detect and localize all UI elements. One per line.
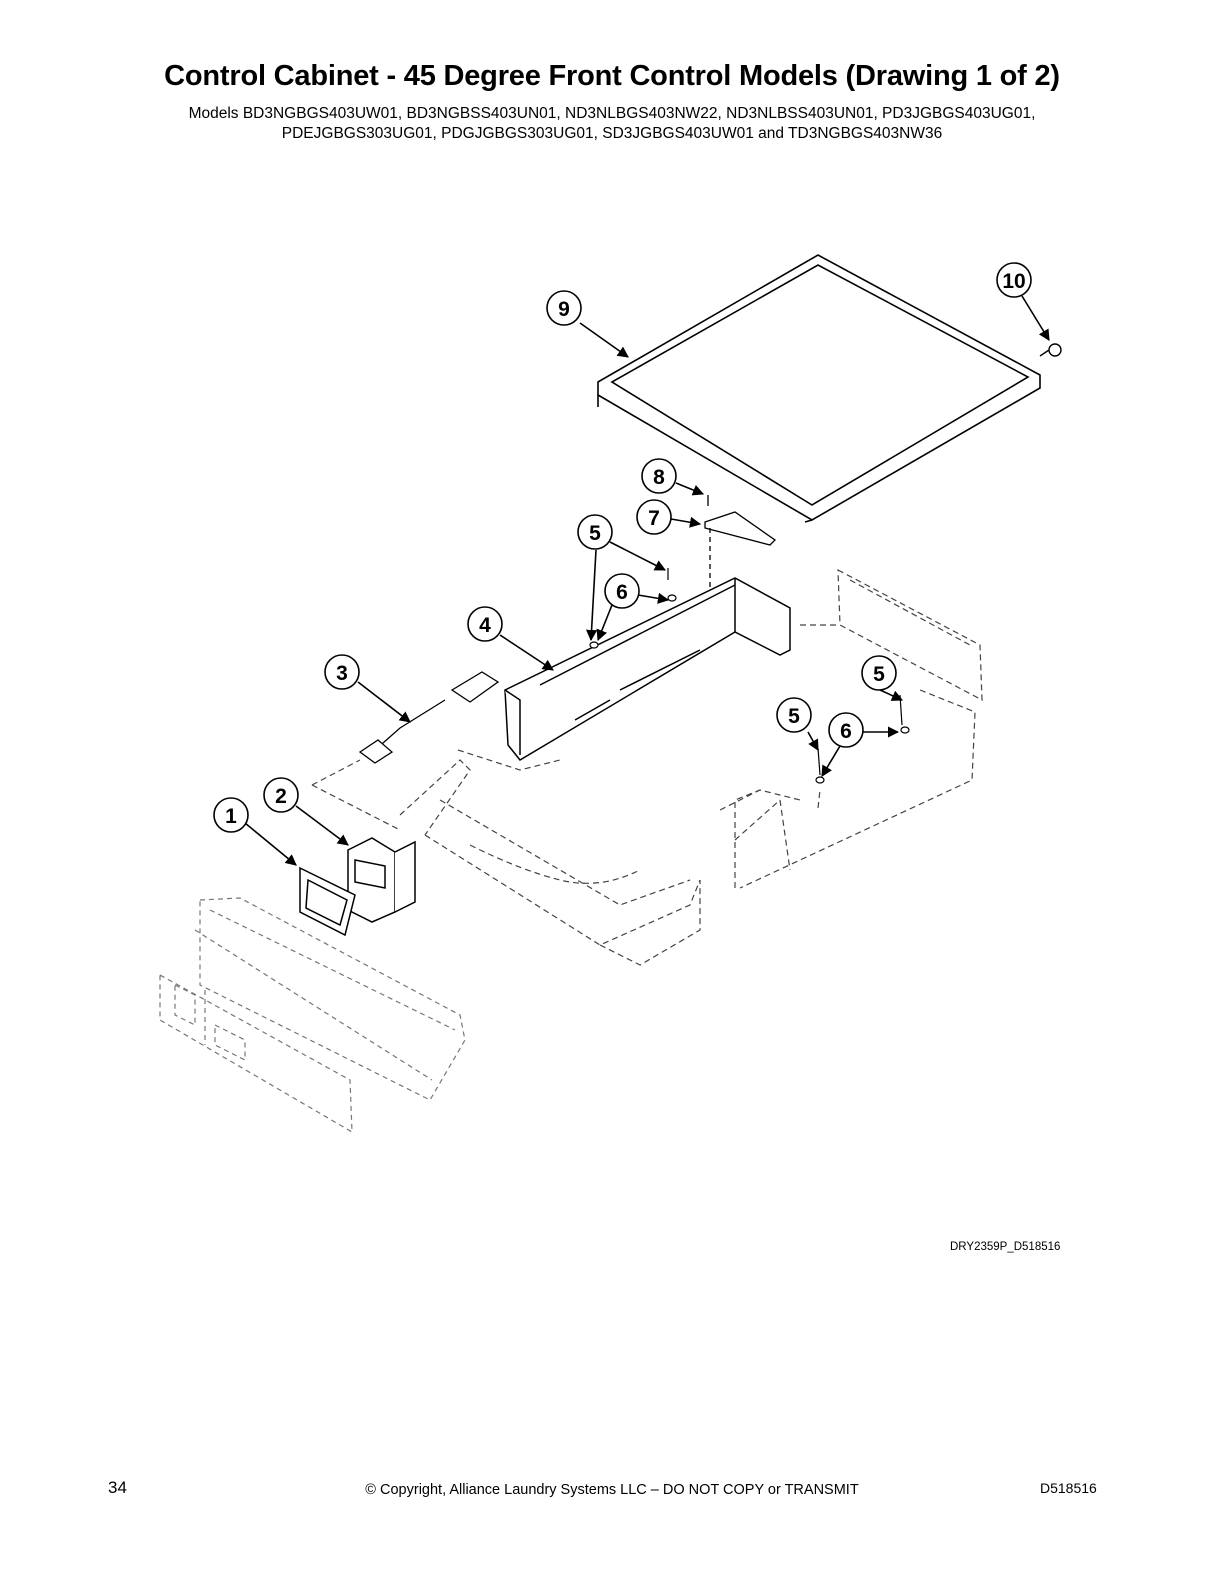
model-list: Models BD3NGBGS403UW01, BD3NGBSS403UN01,… [0, 104, 1224, 144]
callout-10: 10 [996, 262, 1032, 298]
page-number: 34 [108, 1478, 127, 1497]
callout-5-right: 5 [861, 655, 897, 691]
callout-8: 8 [641, 458, 677, 494]
svg-text:5: 5 [788, 705, 800, 728]
lid-part-9 [597, 254, 1041, 523]
callout-6-lower: 6 [828, 712, 864, 748]
control-bracket-part-4 [504, 577, 791, 761]
screw-part-10 [1039, 343, 1062, 357]
model-list-line-2: PDEJGBGS303UG01, PDGJGBGS303UG01, SD3JGB… [281, 125, 943, 142]
document-number: D518516 [1040, 1480, 1097, 1496]
svg-text:2: 2 [275, 785, 287, 808]
callout-6-upper: 6 [604, 573, 640, 609]
callout-5-upper: 5 [577, 514, 613, 550]
svg-text:5: 5 [873, 663, 885, 686]
harness-part-3 [358, 671, 500, 764]
svg-text:8: 8 [653, 466, 665, 489]
svg-text:9: 9 [558, 298, 570, 321]
phantom-cabinet [311, 568, 983, 966]
callout-9: 9 [546, 290, 582, 326]
control-unit-part-2 [347, 837, 416, 923]
callout-3: 3 [324, 654, 360, 690]
svg-text:10: 10 [1002, 270, 1025, 293]
page-title: Control Cabinet - 45 Degree Front Contro… [164, 60, 1060, 92]
svg-text:4: 4 [479, 614, 491, 637]
model-list-line-1: Models BD3NGBGS403UW01, BD3NGBSS403UN01,… [188, 105, 1036, 122]
copyright-notice: © Copyright, Alliance Laundry Systems LL… [365, 1482, 859, 1498]
bezel-part-1 [299, 866, 356, 937]
callout-1: 1 [213, 797, 249, 833]
svg-text:3: 3 [336, 662, 348, 685]
callout-5-lower: 5 [776, 697, 812, 733]
callout-2: 2 [263, 777, 299, 813]
leader-lines [244, 295, 1050, 866]
bracket-part-7 [704, 495, 777, 600]
svg-text:5: 5 [589, 522, 601, 545]
callout-7: 7 [636, 499, 672, 535]
callout-4: 4 [467, 606, 503, 642]
svg-text:6: 6 [616, 581, 628, 604]
drawing-id: DRY2359P_D518516 [950, 1241, 1061, 1253]
svg-text:1: 1 [225, 805, 237, 828]
svg-text:6: 6 [840, 720, 852, 743]
svg-text:7: 7 [648, 507, 660, 530]
phantom-front-console [159, 897, 466, 1134]
